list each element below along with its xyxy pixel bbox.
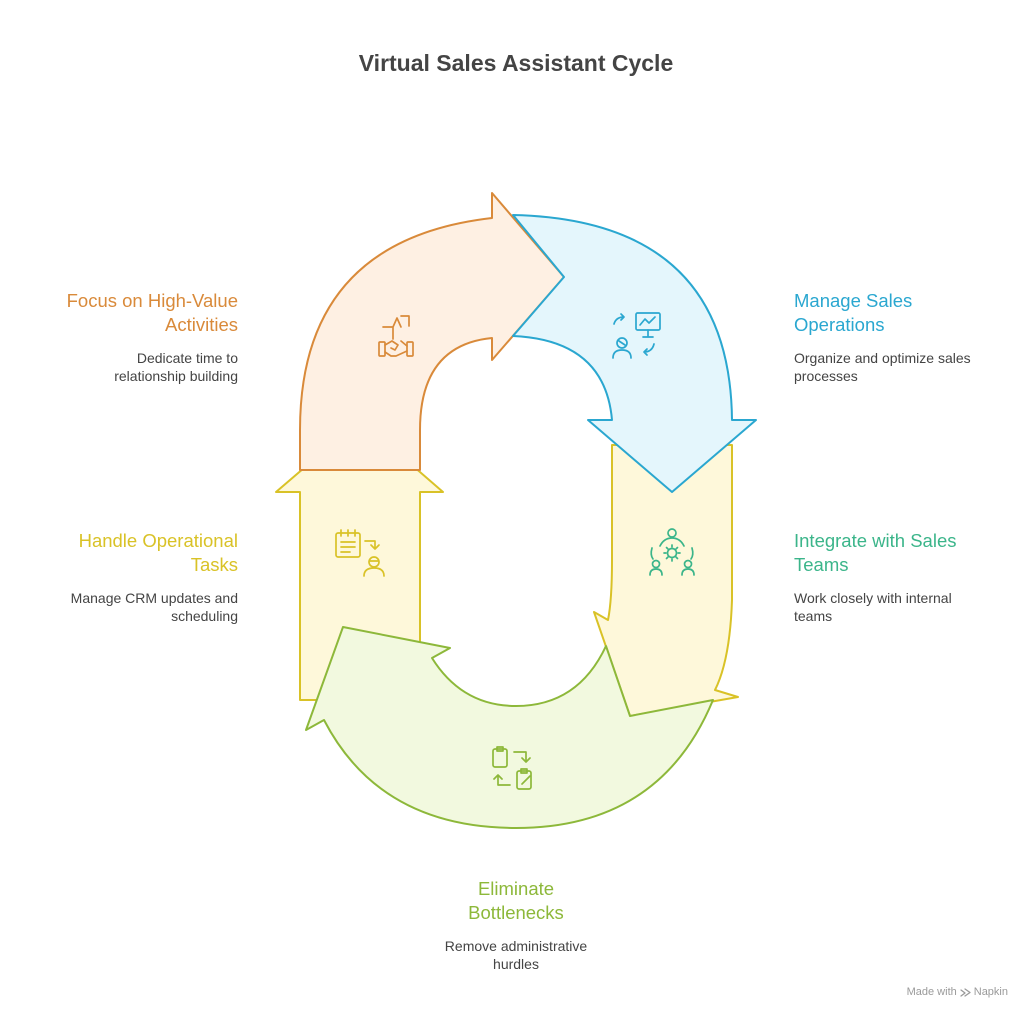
stage-integrate-title-1: Integrate with Sales [794,530,957,551]
stage-eliminate-label: Eliminate Bottlenecks [396,877,636,925]
made-with-footer[interactable]: Made with Napkin [907,986,1008,998]
stage-focus-title-2: Activities [165,314,238,335]
team-gear-icon [649,528,695,576]
stage-manage-desc-2: processes [794,368,858,384]
stage-handle-title-2: Tasks [190,554,238,575]
stage-integrate-desc-1: Work closely with internal [794,590,952,606]
stage-focus-label: Focus on High-Value Activities [30,289,238,337]
napkin-logo-icon [960,987,971,997]
stage-manage-title-2: Operations [794,314,885,335]
stage-focus-desc-1: Dedicate time to [136,350,238,366]
stage-focus-title-1: Focus on High-Value [66,290,238,311]
diagram-title: Virtual Sales Assistant Cycle [358,50,674,76]
stage-handle-label: Handle Operational Tasks [30,529,238,577]
footer-brand: Napkin [973,986,1008,998]
arrow-manage [512,214,757,493]
stage-eliminate-desc: Remove administrative hurdles [396,937,636,973]
stage-handle-title-1: Handle Operational [78,530,238,551]
stage-manage-desc: Organize and optimize sales processes [794,349,1014,385]
stage-integrate-desc-2: teams [794,608,833,624]
stage-handle-desc: Manage CRM updates and scheduling [30,589,238,625]
stage-manage-label: Manage Sales Operations [794,289,1014,337]
stage-integrate-title-2: Teams [794,554,849,575]
footer-prefix: Made with [906,986,957,998]
stage-eliminate-title-2: Bottlenecks [468,902,564,923]
stage-eliminate-desc-1: Remove administrative [444,938,588,954]
stage-handle-desc-1: Manage CRM updates and [70,590,238,606]
stage-integrate-desc: Work closely with internal teams [794,589,1014,625]
stage-integrate-label: Integrate with Sales Teams [794,529,1014,577]
stage-focus-desc-2: relationship building [114,368,238,384]
stage-focus-desc: Dedicate time to relationship building [30,349,238,385]
stage-handle-desc-2: scheduling [171,608,238,624]
checklist-person-icon [335,529,385,577]
handshake-icon [378,315,414,357]
arrow-eliminate [305,626,714,829]
stage-manage-title-1: Manage Sales [794,290,913,311]
arrow-focus [299,192,565,471]
stage-eliminate-desc-2: hurdles [493,956,539,972]
stage-manage-desc-1: Organize and optimize sales [794,350,971,366]
clipboard-swap-icon [492,746,532,790]
stage-eliminate-title-1: Eliminate [477,878,555,899]
arrow-integrate [593,444,739,717]
presentation-cycle-icon [612,312,661,359]
